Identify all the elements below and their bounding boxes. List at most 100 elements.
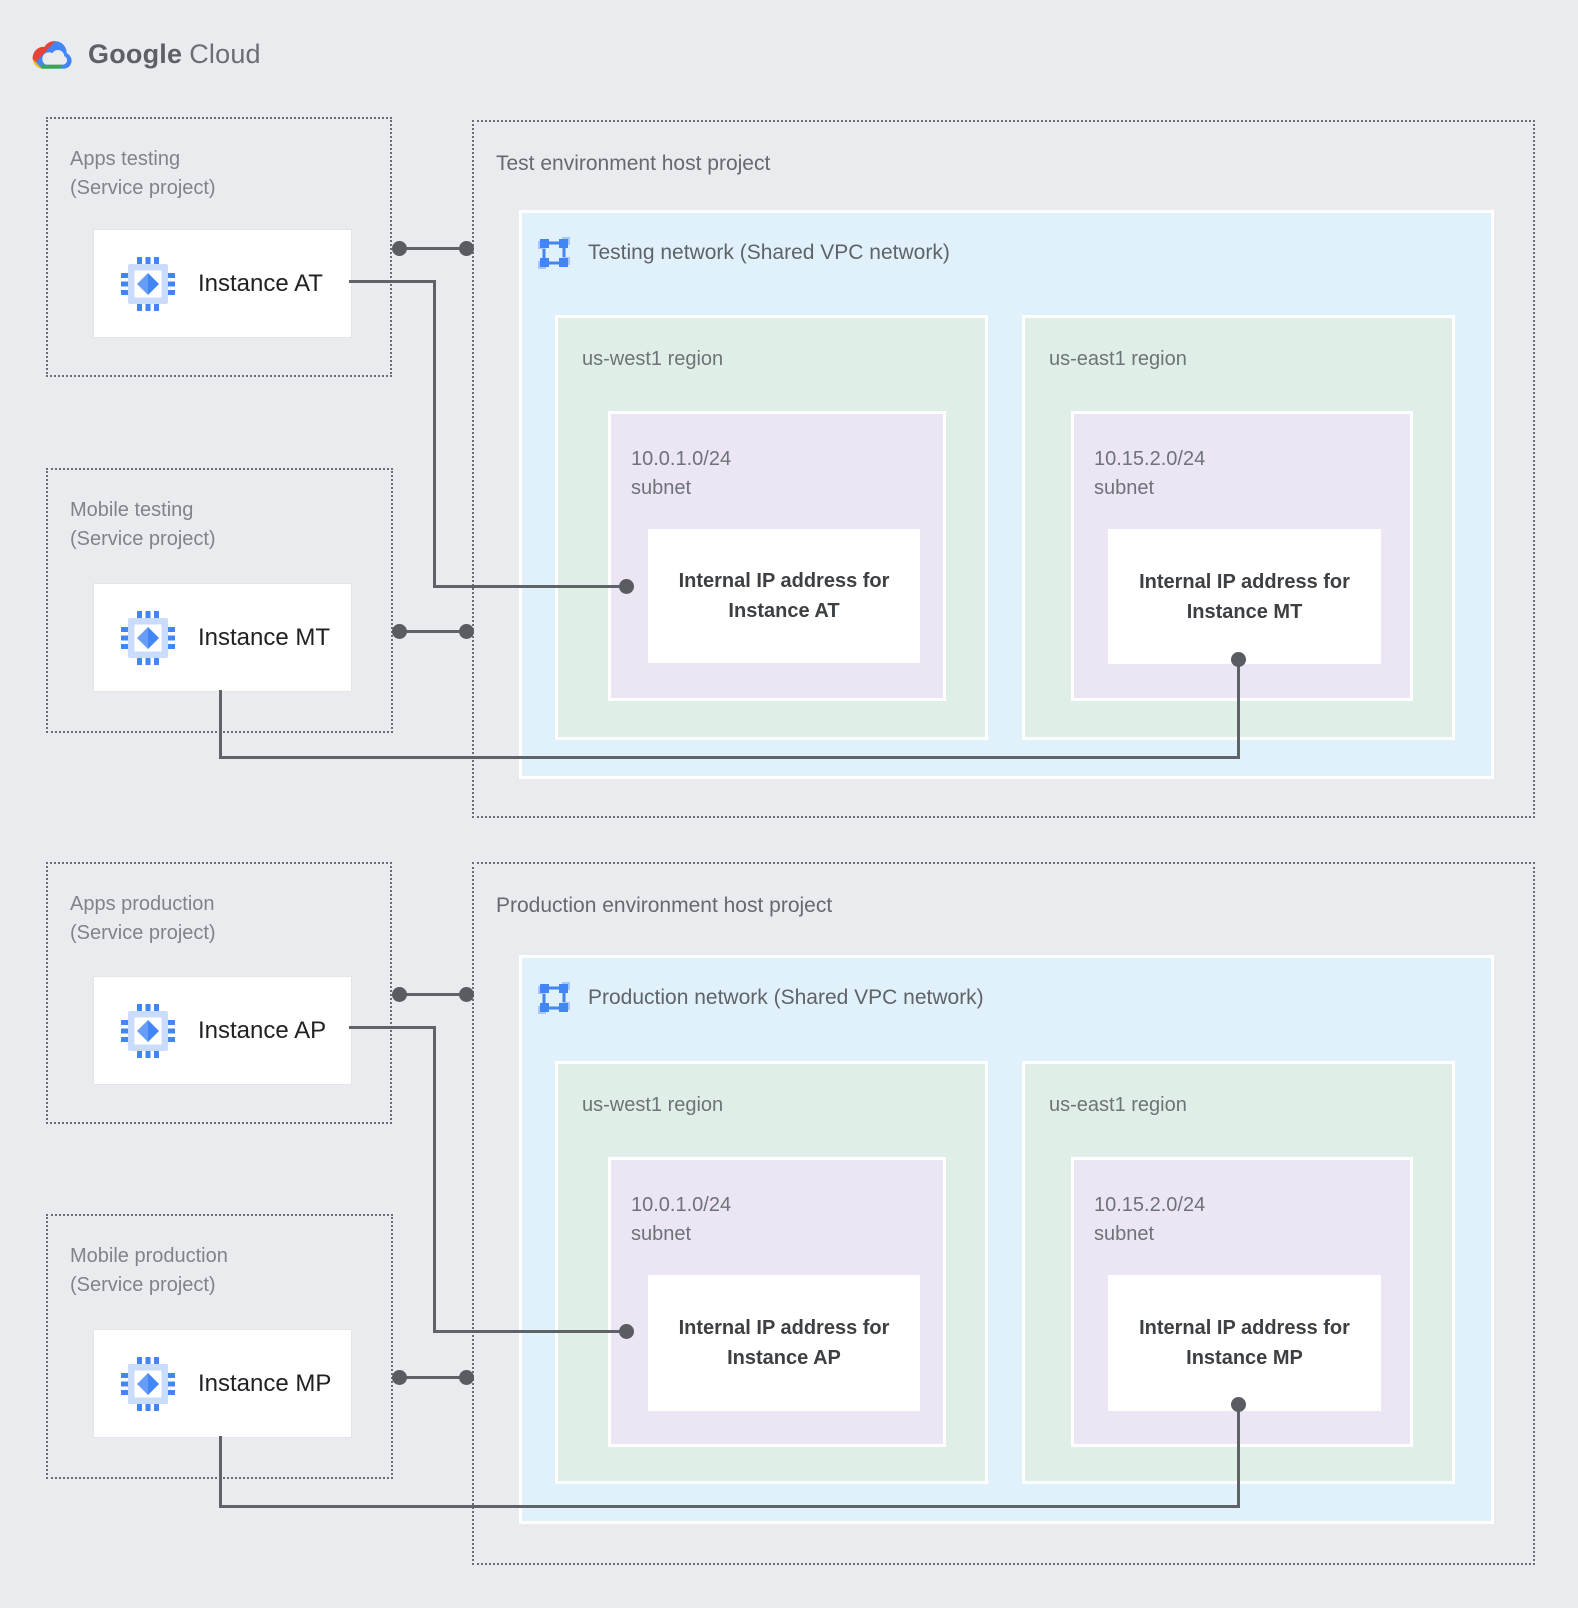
subnet-label: 10.15.2.0/24 subnet	[1094, 445, 1205, 503]
region-label: us-east1 region	[1049, 1094, 1187, 1116]
google-cloud-logo-icon	[30, 36, 76, 73]
subnet-cidr: 10.0.1.0/24	[631, 448, 732, 470]
internal-ip-line1: Internal IP address for	[678, 570, 890, 592]
compute-engine-icon	[120, 1356, 176, 1412]
region-us-west1: us-west1 region 10.0.1.0/24 subnet Inter…	[555, 1061, 988, 1484]
subnet-label: 10.0.1.0/24 subnet	[631, 445, 731, 503]
connector-dot	[391, 623, 407, 639]
connector-mt-peering-line	[399, 629, 466, 633]
service-project-apps-production: Apps production (Service project)	[46, 862, 392, 1124]
host-project-test: Test environment host project	[472, 120, 1535, 818]
internal-ip-line1: Internal IP address for	[678, 1317, 890, 1339]
internal-ip-line1: Internal IP address for	[1139, 570, 1350, 593]
service-project-subtitle: (Service project)	[70, 528, 216, 550]
subnet-10-0-1-0-24: 10.0.1.0/24 subnet Internal IP address f…	[608, 411, 946, 701]
region-label: us-west1 region	[582, 348, 724, 370]
internal-ip-box-mp: Internal IP address for Instance MP	[1108, 1275, 1381, 1411]
vpc-network-icon	[536, 235, 572, 271]
logo-brand: Google	[88, 39, 183, 69]
host-project-title: Test environment host project	[496, 152, 771, 175]
connector-mp-segment	[218, 1505, 1240, 1508]
service-project-label: Mobile production (Service project)	[70, 1242, 228, 1300]
service-project-subtitle: (Service project)	[70, 922, 216, 944]
internal-ip-line2: Instance AT	[728, 600, 840, 622]
service-project-label: Apps production (Service project)	[70, 890, 216, 948]
instance-card-mp: Instance MP	[93, 1329, 352, 1438]
connector-mt-segment	[218, 690, 222, 759]
connector-dot	[1230, 651, 1246, 667]
connector-dot	[618, 1324, 634, 1339]
internal-ip-box-ap: Internal IP address for Instance AP	[648, 1275, 920, 1411]
subnet-word: subnet	[1094, 1223, 1155, 1245]
connector-dot	[1230, 1396, 1246, 1412]
subnet-cidr: 10.15.2.0/24	[1094, 448, 1206, 470]
instance-label: Instance AT	[198, 269, 323, 297]
subnet-cidr: 10.0.1.0/24	[631, 1194, 732, 1216]
connector-dot	[391, 1369, 407, 1385]
connector-dot	[458, 623, 474, 639]
service-project-title: Apps production	[70, 893, 215, 915]
compute-engine-icon	[120, 256, 176, 312]
region-us-east1: us-east1 region 10.15.2.0/24 subnet Inte…	[1022, 1061, 1455, 1484]
instance-label: Instance MT	[198, 623, 331, 651]
service-project-label: Mobile testing (Service project)	[70, 496, 216, 554]
connector-dot	[618, 579, 634, 594]
region-us-west1: us-west1 region 10.0.1.0/24 subnet Inter…	[555, 315, 988, 740]
service-project-mobile-production: Mobile production (Service project)	[46, 1214, 393, 1479]
testing-network: Testing network (Shared VPC network) us-…	[519, 210, 1494, 779]
connector-mp-segment	[218, 1436, 222, 1508]
subnet-10-0-1-0-24: 10.0.1.0/24 subnet Internal IP address f…	[608, 1157, 946, 1447]
connector-ap-segment	[433, 1026, 436, 1333]
instance-card-mt: Instance MT	[93, 583, 352, 692]
internal-ip-line2: Instance MT	[1186, 600, 1303, 623]
internal-ip-line1: Internal IP address for	[1139, 1317, 1350, 1339]
compute-engine-icon	[120, 610, 176, 666]
connector-at-peering-line	[399, 246, 466, 250]
service-project-title: Mobile production	[70, 1245, 228, 1267]
logo-product: Cloud	[189, 39, 261, 69]
subnet-label: 10.15.2.0/24 subnet	[1094, 1191, 1205, 1249]
instance-label: Instance AP	[198, 1016, 327, 1044]
connector-dot	[458, 1369, 474, 1385]
connector-mp-peering-line	[399, 1375, 466, 1379]
connector-ap-segment	[349, 1026, 436, 1029]
instance-card-at: Instance AT	[93, 229, 352, 338]
region-label: us-east1 region	[1049, 348, 1187, 370]
host-project-title: Production environment host project	[496, 894, 833, 917]
connector-ap-segment	[433, 1330, 621, 1333]
internal-ip-box-at: Internal IP address for Instance AT	[648, 529, 920, 663]
connector-ap-peering-line	[399, 992, 466, 996]
connector-at-segment	[433, 280, 436, 588]
subnet-word: subnet	[1094, 477, 1155, 499]
region-us-east1: us-east1 region 10.15.2.0/24 subnet Inte…	[1022, 315, 1455, 740]
subnet-label: 10.0.1.0/24 subnet	[631, 1191, 731, 1249]
connector-mt-segment	[218, 756, 1240, 759]
internal-ip-box-mt: Internal IP address for Instance MT	[1108, 529, 1381, 664]
network-label: Testing network (Shared VPC network)	[588, 241, 950, 264]
subnet-cidr: 10.15.2.0/24	[1094, 1194, 1206, 1216]
host-project-production: Production environment host project	[472, 862, 1535, 1565]
service-project-subtitle: (Service project)	[70, 177, 216, 199]
network-label: Production network (Shared VPC network)	[588, 986, 984, 1009]
connector-dot	[391, 986, 407, 1002]
internal-ip-line2: Instance AP	[727, 1347, 841, 1369]
service-project-title: Mobile testing	[70, 499, 194, 521]
region-label: us-west1 region	[582, 1094, 724, 1116]
subnet-word: subnet	[631, 1223, 692, 1245]
internal-ip-line2: Instance MP	[1186, 1347, 1303, 1369]
instance-card-ap: Instance AP	[93, 976, 352, 1085]
connector-dot	[458, 986, 474, 1002]
service-project-subtitle: (Service project)	[70, 1274, 216, 1296]
vpc-network-icon	[536, 980, 572, 1016]
connector-at-segment	[349, 280, 436, 283]
instance-label: Instance MP	[198, 1369, 332, 1397]
service-project-label: Apps testing (Service project)	[70, 145, 216, 203]
service-project-title: Apps testing	[70, 148, 181, 170]
service-project-apps-testing: Apps testing (Service project)	[46, 117, 392, 377]
compute-engine-icon	[120, 1003, 176, 1059]
subnet-10-15-2-0-24: 10.15.2.0/24 subnet Internal IP address …	[1071, 1157, 1413, 1447]
connector-at-segment	[433, 585, 621, 588]
